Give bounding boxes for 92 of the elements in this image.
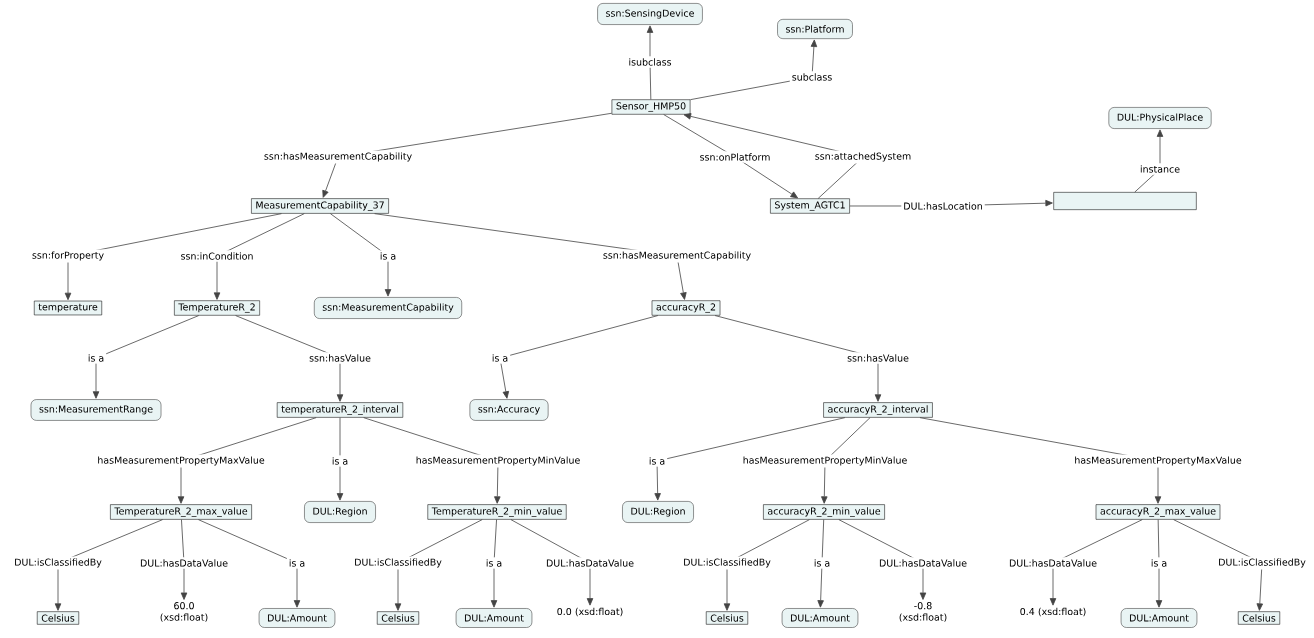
value-text: 0.4 (xsd:float): [1020, 607, 1086, 617]
class-box: DUL:Amount: [1120, 608, 1198, 628]
arrow: [177, 417, 317, 504]
instance-box: Celsius: [1237, 611, 1281, 625]
class-box: ssn:MeasurementCapability: [314, 297, 462, 319]
edge-label: DUL:hasDataValue: [877, 557, 969, 569]
edge-label: instance: [1137, 163, 1183, 175]
class-box: ssn:MeasurementRange: [30, 399, 162, 421]
edge-label: subclass: [789, 71, 835, 83]
edge-label: is a: [377, 250, 399, 262]
instance-box: temperature: [34, 300, 103, 316]
edge-label: hasMeasurementPropertyMaxValue: [95, 454, 267, 468]
edge-label: is a: [329, 455, 351, 467]
instance-box: accuracyR_2_interval: [823, 402, 933, 418]
arrow: [198, 519, 301, 608]
class-box: DUL:Amount: [258, 608, 336, 628]
edge-label: ssn:hasMeasurementCapability: [261, 150, 415, 164]
arrow: [510, 519, 594, 606]
instance-box: accuracyR_2_max_value: [1095, 504, 1221, 520]
arrow: [821, 417, 871, 504]
instance-box: MeasurementCapability_37: [251, 198, 389, 214]
arrow: [213, 213, 305, 300]
arrow: [490, 519, 498, 608]
instance-box: TemperatureR_2: [174, 300, 260, 316]
edge-label: hasMeasurementPropertyMinValue: [413, 454, 583, 468]
edge-label: is a: [811, 557, 833, 569]
instance-box: Celsius: [376, 611, 420, 625]
arrow: [838, 519, 927, 600]
instance-box: temperatureR_2_interval: [276, 402, 404, 418]
instance-box: System_AGTC1: [770, 198, 850, 214]
arrow: [235, 315, 344, 402]
edge-label: DUL:hasDataValue: [544, 557, 636, 569]
edge-label: is a: [286, 557, 308, 569]
arrow: [54, 519, 163, 611]
edge-label: DUL:isClassifiedBy: [681, 556, 773, 570]
class-box: DUL:Region: [622, 501, 694, 523]
instance-box: accuracyR_2: [651, 300, 721, 316]
edge-label: hasMeasurementPropertyMaxValue: [1072, 454, 1244, 468]
class-box: DUL:Amount: [781, 608, 859, 628]
arrow: [1173, 519, 1263, 611]
value-text: 60.0 (xsd:float): [160, 602, 208, 622]
instance-box: TemperatureR_2_max_value: [110, 504, 252, 520]
edge-label: ssn:inCondition: [178, 250, 256, 262]
arrow: [180, 519, 188, 600]
arrow: [663, 114, 798, 199]
arrow: [646, 25, 654, 100]
instance-box: Celsius: [705, 611, 749, 625]
edge-label: DUL:isClassifiedBy: [352, 556, 444, 570]
edge-label: ssn:forProperty: [29, 249, 107, 263]
edge-label: is a: [489, 352, 511, 364]
arrow: [1155, 519, 1163, 608]
edge-label: DUL:isClassifiedBy: [12, 556, 104, 570]
edge-label: DUL:hasDataValue: [138, 557, 230, 569]
arrow: [330, 213, 392, 297]
arrow: [92, 315, 200, 399]
class-box: ssn:Accuracy: [469, 399, 549, 421]
arrow: [394, 519, 483, 611]
edge-label: DUL:hasDataValue: [1007, 557, 1099, 569]
class-box: ssn:SensingDevice: [597, 3, 703, 25]
edge-label: is a: [483, 557, 505, 569]
class-box: DUL:Amount: [455, 608, 533, 628]
arrow: [654, 417, 846, 501]
class-box: DUL:PhysicalPlace: [1108, 107, 1212, 129]
instance-box: Sensor_HMP50: [611, 99, 691, 115]
class-box: ssn:Platform: [777, 19, 853, 39]
instance-box: [1053, 192, 1197, 210]
value-text: 0.0 (xsd:float): [557, 607, 623, 617]
class-box: DUL:Region: [304, 501, 376, 523]
value-text: -0.8 (xsd:float): [899, 602, 947, 622]
edge-label: is a: [646, 455, 668, 467]
edge-label: is a: [1148, 557, 1170, 569]
arrow: [336, 417, 344, 501]
arrow: [714, 315, 882, 402]
arrow: [817, 519, 825, 608]
edge-label: ssn:hasValue: [845, 352, 911, 364]
edge-label: is a: [85, 352, 107, 364]
instance-box: accuracyR_2_min_value: [763, 504, 885, 520]
instance-box: Celsius: [36, 611, 80, 625]
arrow: [363, 417, 501, 504]
edge-label: hasMeasurementPropertyMinValue: [740, 454, 910, 468]
edge-label: DUL:isClassifiedBy: [1216, 556, 1308, 570]
arrow: [1134, 129, 1164, 193]
arrow: [1049, 519, 1143, 606]
arrow: [723, 519, 810, 611]
instance-box: TemperatureR_2_min_value: [427, 504, 567, 520]
arrow: [499, 315, 659, 399]
edge-label: ssn:attachedSystem: [812, 150, 914, 164]
edge-label: DUL:hasLocation: [901, 200, 985, 212]
edge-label: isubclass: [626, 56, 674, 68]
edge-label: ssn:hasValue: [307, 352, 373, 364]
edge-label: ssn:hasMeasurementCapability: [600, 249, 754, 263]
edge-label: ssn:onPlatform: [697, 151, 773, 163]
